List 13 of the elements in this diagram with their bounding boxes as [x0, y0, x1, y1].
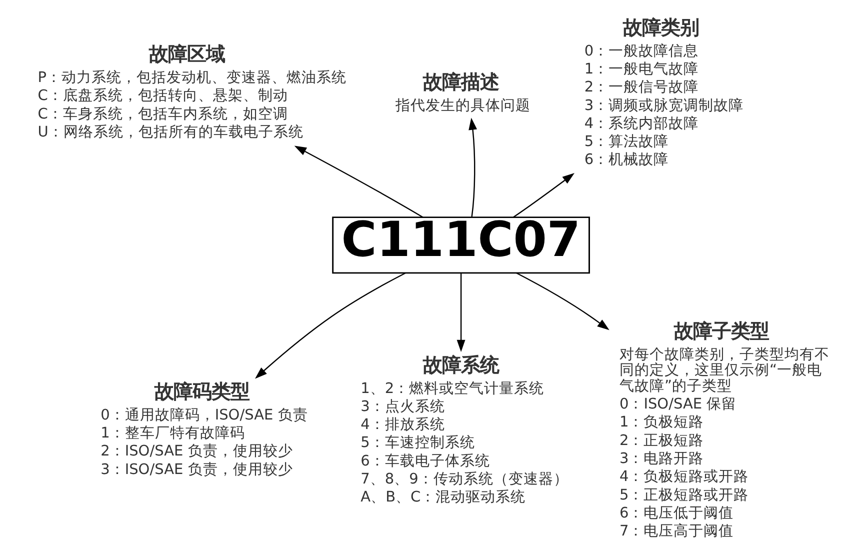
arrow	[254, 272, 406, 379]
node-text: 故障系统 1、2：燃料或空气计量系统 3：点火系统 4：排放系统 5：车速控制系统 6：车载电子体系统 7、8、9：传动系统（变速器） A、B、C：混动驱动系统	[360, 353, 568, 506]
node-box: C111C07	[332, 216, 590, 274]
node-text: 故障描述 指代发生的具体问题	[395, 70, 530, 114]
arrow	[516, 272, 609, 330]
arrow	[456, 273, 465, 352]
node-text: 故障码类型 0：通用故障码，ISO/SAE 负责 1：整车厂特有故障码 2：ISO/SAE 负责，使用较少 3：ISO/SAE 负责，使用较少	[100, 380, 308, 478]
arrow	[512, 173, 574, 218]
node-text: 故障类别 0：一般故障信息 1：一般电气故障 2：一般信号故障 3：调频或脉宽调制故障 4：系统内部故障 5：算法故障 6：机械故障	[584, 16, 744, 168]
node-text: 故障子类型 对每个故障类别，子类型均有不同的定义，这里仅示例“一般电气故障”的子类型 0：ISO/SAE 保留 1：负极短路 2：正极短路 3：电路开路 4：负极短路或开路 5：正极短路或开路 6：电压低于阈值 7：电压高于阈值	[618, 319, 829, 540]
node-text: 故障区域 P：动力系统，包括发动机、变速器、燃油系统 C：底盘系统，包括转向、悬架、制动 C：车身系统，包括车内系统，如空调 U：网络系统，包括所有的车载电子系统	[37, 42, 346, 140]
arrow	[294, 146, 423, 218]
arrow	[468, 118, 476, 217]
